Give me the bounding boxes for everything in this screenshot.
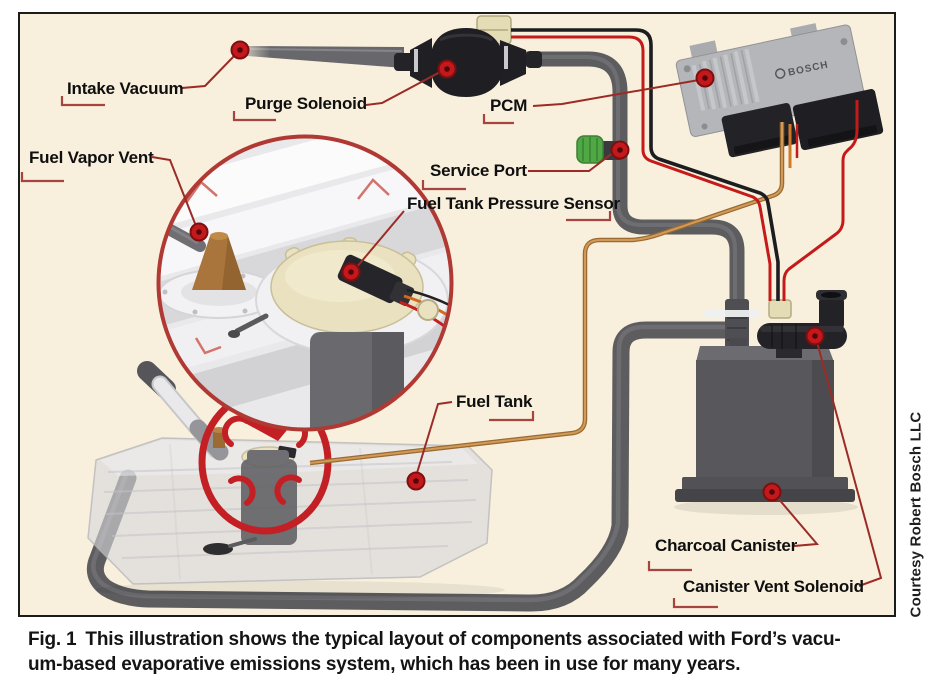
fuel-pump-module [255,237,449,429]
fuel-tank-marker [406,471,426,491]
purge-solenoid-callout [365,70,443,106]
callout-lines [151,53,883,587]
fuel-vapor-vent-callout [151,156,197,227]
intake-vacuum-hose [232,40,404,68]
charcoal-canister-callout [776,496,820,547]
intake-vacuum-marker [230,40,250,60]
pcm-module: BOSCH [675,23,884,158]
pcm-callout [532,79,700,107]
label-brackets [20,96,718,609]
canister-vent-solenoid [757,290,847,358]
label-fuel-tank-pressure-sensor: Fuel Tank Pressure Sensor [407,194,620,213]
label-pcm: PCM [490,96,528,115]
image-credit: Courtesy Robert Bosch LLC [907,411,925,618]
canister-vent-solenoid-callout [816,341,883,587]
pcm-red-wire-loop [782,100,859,301]
fuel-vapor-vent-marker [189,222,209,242]
label-fuel-tank: Fuel Tank [456,392,533,411]
service-port-marker [610,140,630,160]
purge-solenoid-marker [437,59,457,79]
vent-hose-tank-to-canister [86,321,736,612]
caption-line-2: um-based evaporative emissions system, w… [28,654,741,675]
label-intake-vacuum: Intake Vacuum [67,79,184,98]
ftps-callout [355,210,405,269]
fuel-tank-callout [416,401,453,474]
wiring [309,28,859,466]
service-port-callout [528,151,615,172]
charcoal-canister-marker [762,482,782,502]
magnified-detail-circle [156,134,454,432]
ftps-marker [341,262,361,282]
label-purge-solenoid: Purge Solenoid [245,94,367,113]
red-wire [511,35,772,301]
purge-hose-solenoid-to-canister [514,51,745,358]
label-service-port: Service Port [430,161,527,180]
pcm-marker [695,68,715,88]
fuel-tank [87,361,505,599]
callout-markers [189,40,825,502]
label-charcoal-canister: Charcoal Canister [655,536,798,555]
label-canister-vent-solenoid: Canister Vent Solenoid [683,577,864,596]
canister-vent-solenoid-marker [805,326,825,346]
charcoal-canister [674,338,858,515]
figure-number: Fig. 1 [28,629,77,650]
intake-vacuum-callout [181,53,237,89]
label-fuel-vapor-vent: Fuel Vapor Vent [29,148,154,167]
float-arm [234,313,269,334]
black-wire [511,28,780,301]
